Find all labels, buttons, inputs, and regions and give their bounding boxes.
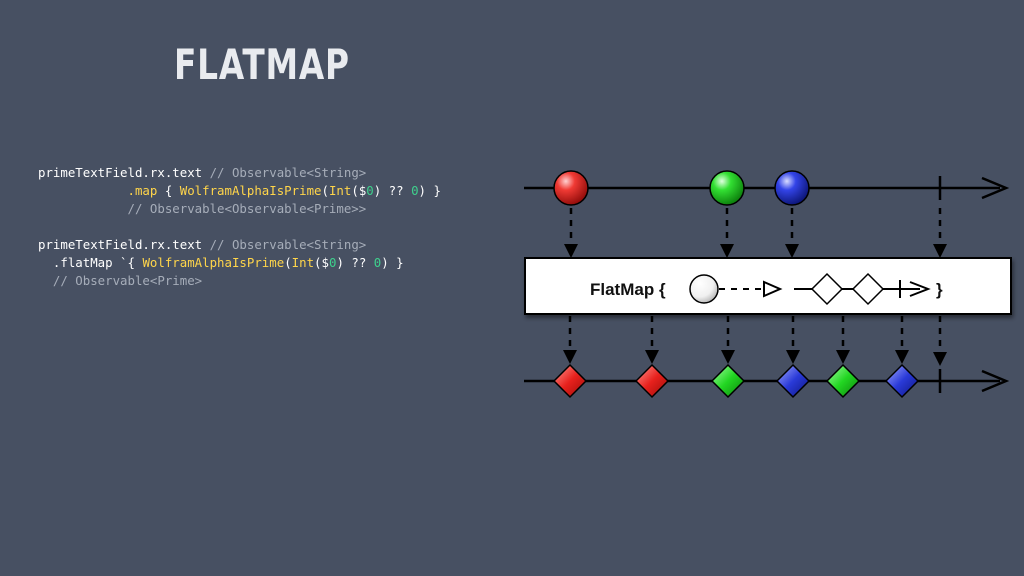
operator-label-open: FlatMap { xyxy=(590,280,666,299)
output-connector-arrow-head xyxy=(836,350,850,364)
code-line: primeTextField.rx.text // Observable<Str… xyxy=(38,236,404,254)
code-token: 0 xyxy=(328,255,337,270)
output-connector-arrow-head xyxy=(786,350,800,364)
code-line: // Observable<Prime> xyxy=(38,272,404,290)
code-token: ($ xyxy=(351,183,367,198)
operator-mapping-arrowhead xyxy=(763,280,783,298)
input-connector-arrow-head xyxy=(564,244,578,258)
operator-input-marble xyxy=(689,274,719,304)
code-token: primeTextField.rx.text xyxy=(38,165,210,180)
code-line: // Observable<Observable<Prime>> xyxy=(38,200,441,218)
slide-title: FLATMAP xyxy=(174,40,350,89)
code-block-map: primeTextField.rx.text // Observable<Str… xyxy=(38,164,441,218)
input-connector-arrow-head xyxy=(933,244,947,258)
code-token: ( xyxy=(284,255,292,270)
input-marble-green xyxy=(709,170,745,206)
input-connector-arrow-head xyxy=(720,244,734,258)
output-marble-green xyxy=(710,363,746,399)
code-token: // Observable<String> xyxy=(209,165,367,180)
code-token: // Observable<Observable<Prime>> xyxy=(38,201,367,216)
code-token: ( xyxy=(321,183,329,198)
code-token: .map xyxy=(38,183,158,198)
code-token: WolframAlphaIsPrime xyxy=(142,255,285,270)
output-timeline xyxy=(524,369,1010,393)
output-marble-red xyxy=(634,363,670,399)
code-token: // Observable<String> xyxy=(209,237,367,252)
code-token: .flatMap `{ xyxy=(38,255,143,270)
output-marble-blue xyxy=(775,363,811,399)
output-marble-blue xyxy=(884,363,920,399)
operator-inner-arrowhead xyxy=(909,281,931,297)
code-token: WolframAlphaIsPrime xyxy=(179,183,322,198)
output-connector-arrow-head xyxy=(563,350,577,364)
output-connector-arrow-head xyxy=(645,350,659,364)
output-connector-arrow-head xyxy=(895,350,909,364)
input-marble-blue xyxy=(774,170,810,206)
code-token: { xyxy=(157,183,180,198)
operator-box: FlatMap { } xyxy=(524,257,1012,315)
code-token: ) ?? xyxy=(336,255,374,270)
operator-label-close: } xyxy=(936,280,943,299)
output-marble-red xyxy=(552,363,588,399)
code-block-flatmap: primeTextField.rx.text // Observable<Str… xyxy=(38,236,404,290)
code-line: .map { WolframAlphaIsPrime(Int($0) ?? 0)… xyxy=(38,182,441,200)
code-line: primeTextField.rx.text // Observable<Str… xyxy=(38,164,441,182)
input-timeline xyxy=(524,176,1010,200)
code-token: // Observable<Prime> xyxy=(38,273,203,288)
code-token: ) } xyxy=(418,183,441,198)
code-token: ) ?? xyxy=(373,183,412,198)
code-token: Int xyxy=(328,183,352,198)
code-token: 0 xyxy=(366,183,374,198)
code-token: ($ xyxy=(314,255,329,270)
completion-connector-arrow-head xyxy=(933,352,947,366)
code-token: 0 xyxy=(411,183,419,198)
code-line: .flatMap `{ WolframAlphaIsPrime(Int($0) … xyxy=(38,254,404,272)
operator-inner-diamond-1 xyxy=(810,272,844,306)
code-token: Int xyxy=(291,255,315,270)
code-token: 0 xyxy=(373,255,382,270)
output-marble-green xyxy=(825,363,861,399)
input-marble-red xyxy=(553,170,589,206)
output-connector-arrow-head xyxy=(721,350,735,364)
operator-inner-diamond-2 xyxy=(851,272,885,306)
code-token: primeTextField.rx.text xyxy=(38,237,210,252)
code-token: ) } xyxy=(381,255,404,270)
input-connector-arrow-head xyxy=(785,244,799,258)
